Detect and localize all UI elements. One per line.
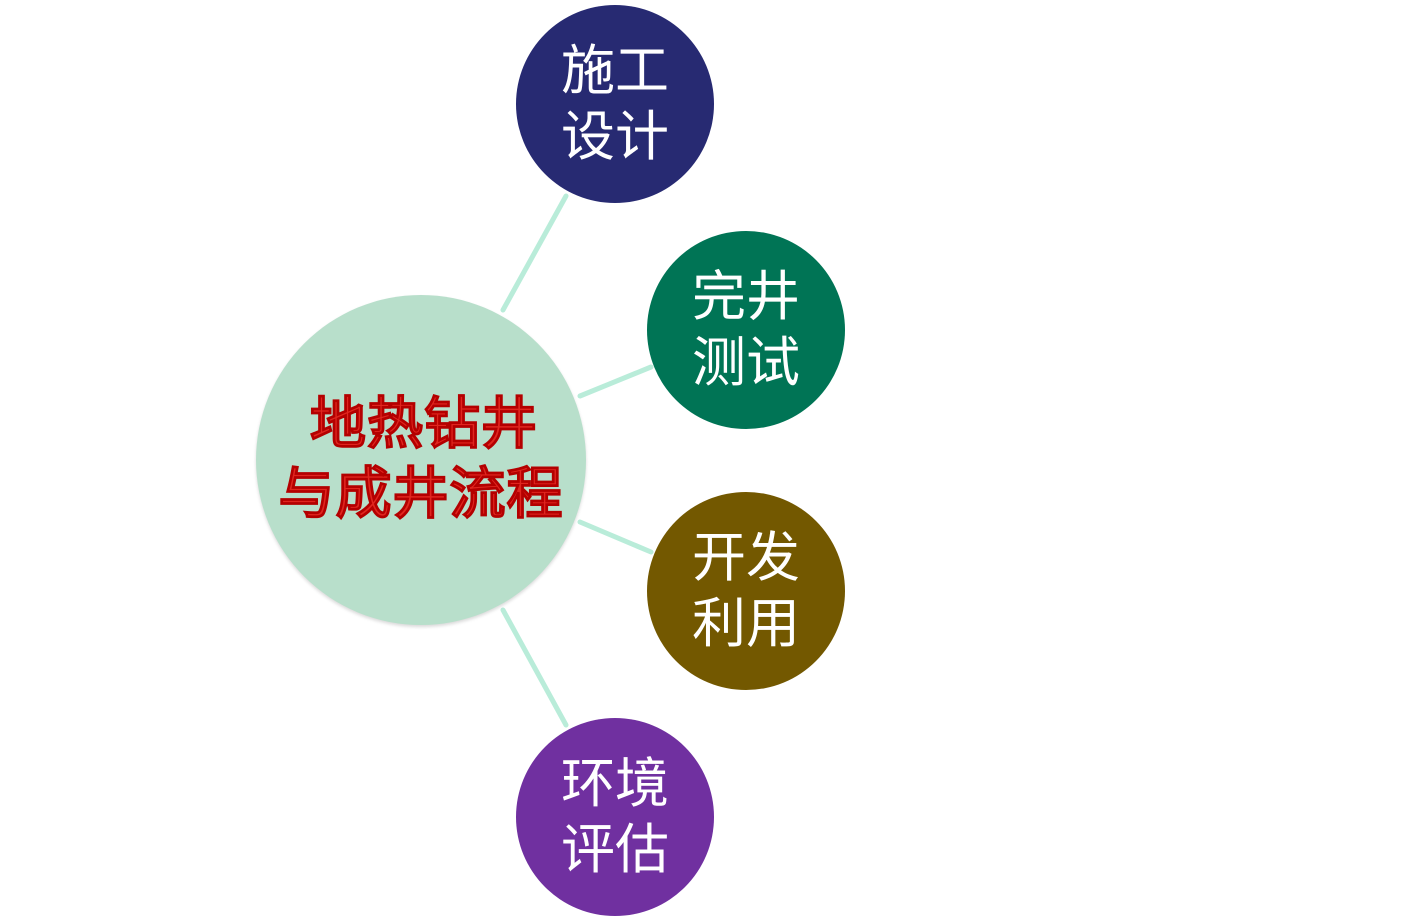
connector-test	[577, 364, 654, 399]
node-label-line-2: 测试	[692, 331, 800, 394]
node-completion-testing: 完井 测试	[647, 231, 845, 429]
node-construction-design: 施工 设计	[516, 5, 714, 203]
node-label-line-1: 环境	[561, 752, 669, 815]
node-label-line-2: 评估	[561, 818, 669, 881]
node-label-line-2: 利用	[692, 592, 800, 655]
node-label-line-2: 设计	[561, 105, 669, 168]
connector-design	[500, 193, 569, 313]
connector-use	[577, 519, 654, 555]
node-environmental-assessment: 环境 评估	[516, 718, 714, 916]
node-label-line-1: 完井	[692, 265, 800, 328]
node-label-line-1: 施工	[561, 39, 669, 102]
center-title-line-1: 地热钻井	[310, 392, 538, 458]
node-label-line-1: 开发	[692, 526, 800, 589]
node-development-utilization: 开发 利用	[647, 492, 845, 690]
center-node: 地热钻井 与成井流程	[256, 295, 586, 625]
center-title-line-2: 与成井流程	[278, 462, 564, 528]
connector-env	[500, 607, 569, 728]
